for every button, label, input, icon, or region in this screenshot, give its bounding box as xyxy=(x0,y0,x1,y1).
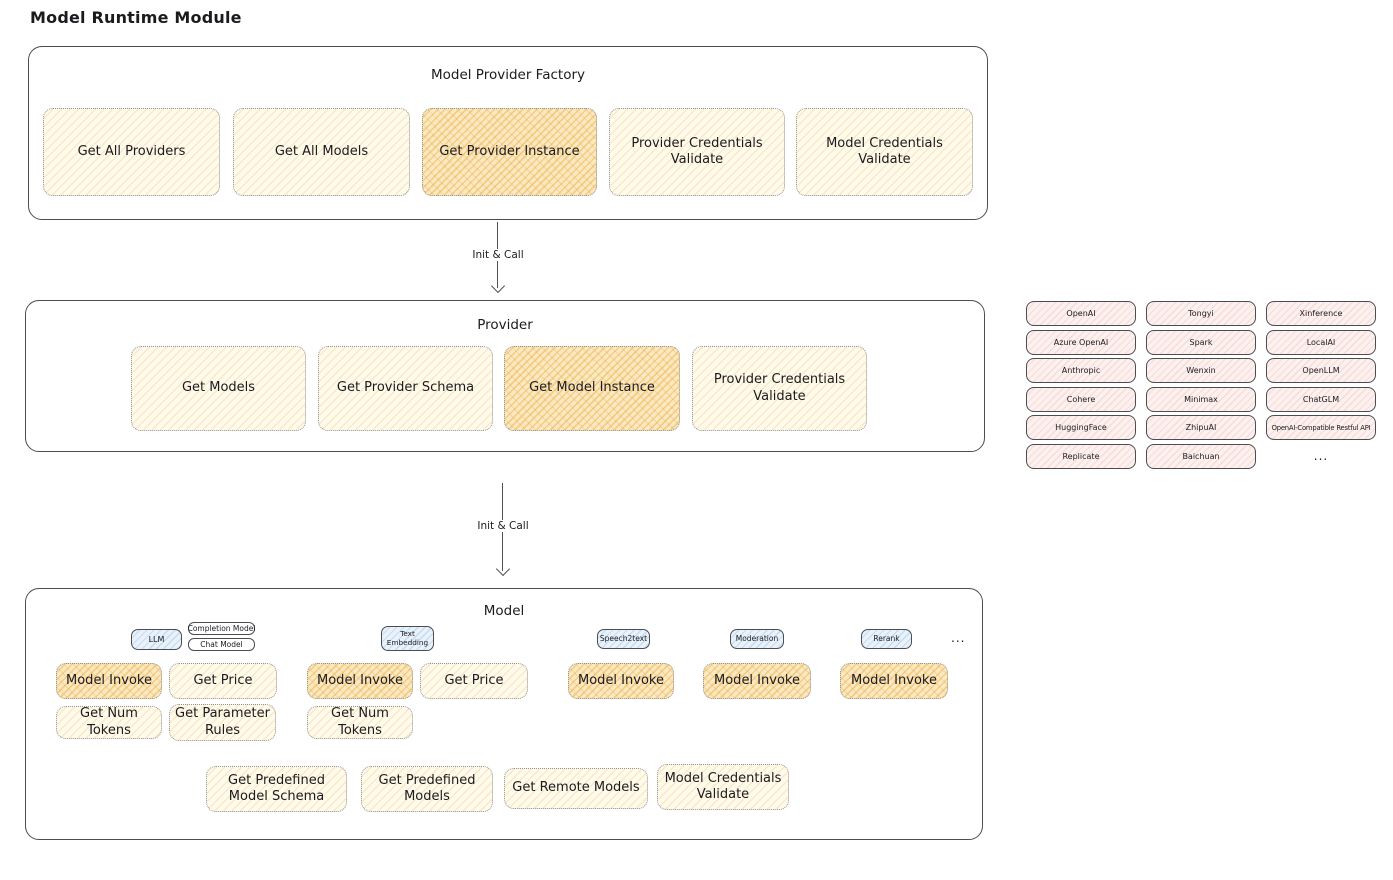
vendor-openai: OpenAI xyxy=(1026,301,1136,326)
tab-ellipsis: ... xyxy=(951,631,966,645)
provider-get-model-instance-box: Get Model Instance xyxy=(504,346,680,431)
vendor-wenxin: Wenxin xyxy=(1146,358,1256,384)
factory-panel: Model Provider Factory Get All Providers… xyxy=(28,46,988,220)
provider-credentials-validate-box: Provider Credentials Validate xyxy=(692,346,867,431)
llm-get-num-tokens-box: Get Num Tokens xyxy=(56,706,162,739)
vendor-huggingface: HuggingFace xyxy=(1026,415,1136,441)
vendor-zhipuai: ZhipuAI xyxy=(1146,415,1256,441)
embedding-get-num-tokens-box: Get Num Tokens xyxy=(307,706,413,739)
llm-model-invoke-box: Model Invoke xyxy=(56,663,162,699)
factory-title: Model Provider Factory xyxy=(430,67,585,83)
tab-llm: LLM xyxy=(131,629,182,650)
provider-get-models-box: Get Models xyxy=(131,346,306,431)
rerank-model-invoke-box: Model Invoke xyxy=(840,663,948,699)
vendor-replicate: Replicate xyxy=(1026,443,1136,469)
arrow-init-call-label-2: Init & Call xyxy=(472,520,534,532)
model-panel: Model LLM Completion Model Chat Model Te… xyxy=(25,588,998,855)
get-predefined-model-schema-box: Get Predefined Model Schema xyxy=(206,766,347,812)
get-predefined-models-box: Get Predefined Models xyxy=(361,766,493,812)
tab-speech2text: Speech2text xyxy=(597,629,650,649)
llm-get-parameter-rules-box: Get Parameter Rules xyxy=(169,704,276,741)
factory-get-all-models-box: Get All Models xyxy=(233,108,410,196)
provider-panel: Provider Get Models Get Provider Schema … xyxy=(25,300,1000,467)
model-title: Model xyxy=(483,603,525,619)
provider-get-provider-schema-box: Get Provider Schema xyxy=(318,346,493,431)
tab-rerank: Rerank xyxy=(861,629,912,649)
tab-text-embedding: Text Embedding xyxy=(381,626,434,651)
arrow-provider-to-model-head xyxy=(495,561,511,577)
vendor-localai: LocalAI xyxy=(1266,329,1376,355)
vendor-ellipsis: ... xyxy=(1313,449,1329,464)
vendor-tongyi: Tongyi xyxy=(1146,301,1256,326)
embedding-get-price-box: Get Price xyxy=(420,663,528,699)
llm-get-price-box: Get Price xyxy=(169,663,277,699)
speech2text-model-invoke-box: Model Invoke xyxy=(568,663,674,699)
tab-chat-model: Chat Model xyxy=(188,638,255,651)
tab-moderation: Moderation xyxy=(730,629,784,649)
get-remote-models-box: Get Remote Models xyxy=(504,768,648,809)
vendor-openllm: OpenLLM xyxy=(1266,358,1376,384)
vendor-minimax: Minimax xyxy=(1146,386,1256,412)
factory-get-all-providers-box: Get All Providers xyxy=(43,108,220,196)
factory-provider-credentials-validate-box: Provider Credentials Validate xyxy=(609,108,785,196)
vendor-cohere: Cohere xyxy=(1026,386,1136,412)
vendor-baichuan: Baichuan xyxy=(1146,443,1256,469)
arrow-init-call-label-1: Init & Call xyxy=(467,249,529,261)
vendor-spark: Spark xyxy=(1146,329,1256,355)
factory-get-provider-instance-box: Get Provider Instance xyxy=(422,108,597,196)
arrow-factory-to-provider-head xyxy=(490,278,506,294)
embedding-model-invoke-box: Model Invoke xyxy=(307,663,413,699)
vendor-openai-compatible-restful-api: OpenAI-Compatible Restful API xyxy=(1266,415,1376,441)
tab-completion-model: Completion Model xyxy=(187,622,256,635)
vendor-chatglm: ChatGLM xyxy=(1266,386,1376,412)
page-title: Model Runtime Module xyxy=(30,8,242,27)
vendor-grid: OpenAI Tongyi Xinference Azure OpenAI Sp… xyxy=(1026,301,1376,469)
factory-model-credentials-validate-box: Model Credentials Validate xyxy=(796,108,973,196)
vendor-anthropic: Anthropic xyxy=(1026,358,1136,384)
vendor-xinference: Xinference xyxy=(1266,301,1376,326)
moderation-model-invoke-box: Model Invoke xyxy=(703,663,811,699)
provider-title: Provider xyxy=(477,317,533,333)
vendor-azure-openai: Azure OpenAI xyxy=(1026,329,1136,355)
model-credentials-validate-box: Model Credentials Validate xyxy=(657,764,789,810)
